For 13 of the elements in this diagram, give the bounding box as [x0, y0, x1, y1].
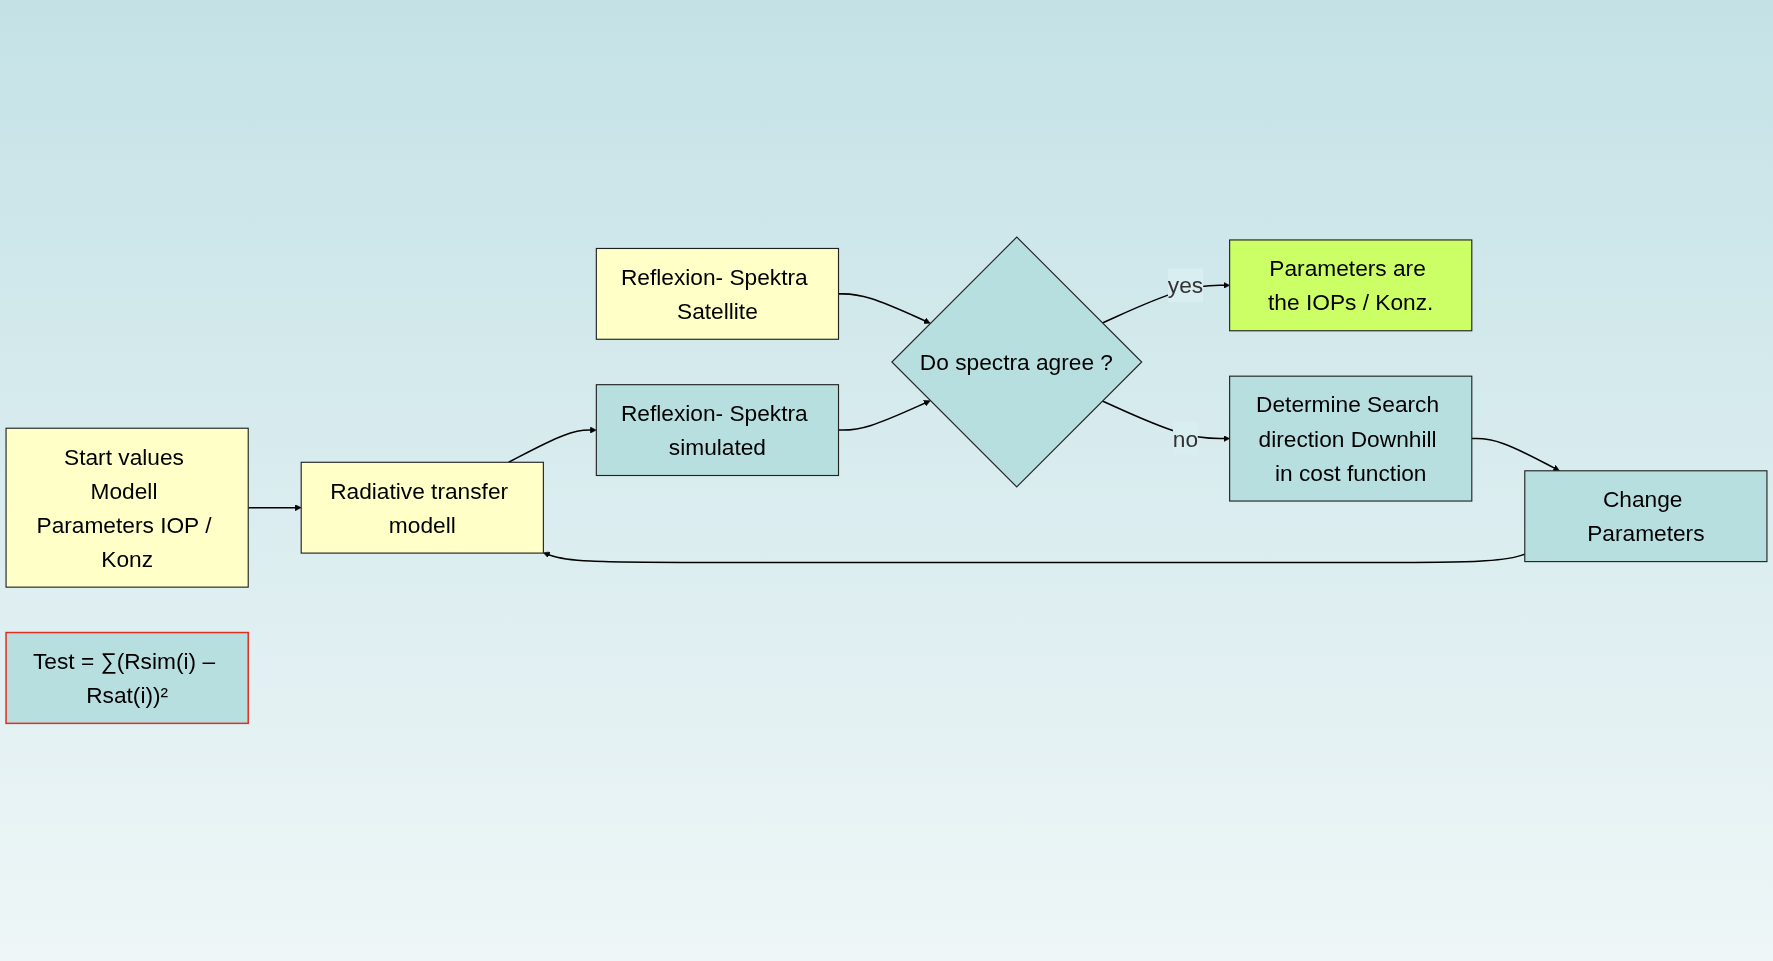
- node-box: Test = ∑(Rsim(i) – Rsat(i))²: [5, 632, 249, 725]
- node-box: Start values Modell Parameters IOP / Konz: [5, 427, 249, 588]
- node-box: Radiative transfer modell: [300, 462, 544, 554]
- node-box: Change Parameters: [1524, 470, 1768, 563]
- node-diamond: Do spectra agree ?: [891, 236, 1143, 488]
- arrow: [1471, 438, 1560, 472]
- edge-label: no: [1172, 426, 1199, 452]
- node-box: Reflexion- Spektra simulated: [595, 384, 840, 477]
- node-box: Reflexion- Spektra Satellite: [595, 248, 840, 341]
- arrow: [507, 427, 597, 464]
- edge-label: yes: [1167, 273, 1204, 299]
- node-box: Parameters are the IOPs / Konz.: [1229, 239, 1473, 332]
- node-box: Determine Search direction Downhill in cost function: [1229, 375, 1473, 502]
